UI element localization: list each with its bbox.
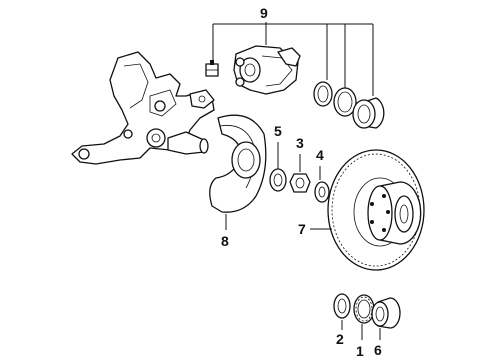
callout-8: 8 — [221, 233, 229, 249]
caliper-seal-kit — [313, 81, 385, 129]
callout-8-group: 8 — [221, 214, 229, 249]
callout-5: 5 — [274, 123, 282, 139]
steering-knuckle — [71, 51, 215, 165]
callout-3-group: 3 — [289, 135, 311, 193]
callout-9: 9 — [260, 5, 268, 21]
callout-2: 2 — [336, 331, 344, 347]
callout-2-group: 2 — [336, 320, 344, 347]
lower-bearing — [353, 294, 375, 324]
callout-4: 4 — [316, 147, 324, 163]
callout-1-group: 1 — [356, 324, 364, 359]
callout-7-group: 7 — [298, 221, 332, 237]
brake-rotor-hub — [327, 149, 425, 271]
callout-1: 1 — [356, 343, 364, 359]
callout-3: 3 — [296, 135, 304, 151]
lower-seal — [333, 293, 351, 319]
callout-5-group: 5 — [269, 123, 287, 192]
brake-caliper — [233, 45, 301, 95]
callout-6: 6 — [374, 342, 382, 358]
lower-cup — [371, 297, 401, 329]
callout-4-group: 4 — [314, 147, 330, 203]
callout-9-group: 9 — [212, 5, 374, 96]
dust-shield — [209, 114, 267, 213]
callout-7: 7 — [298, 221, 306, 237]
bleeder-fitting — [205, 60, 219, 77]
callout-6-group: 6 — [374, 328, 382, 358]
